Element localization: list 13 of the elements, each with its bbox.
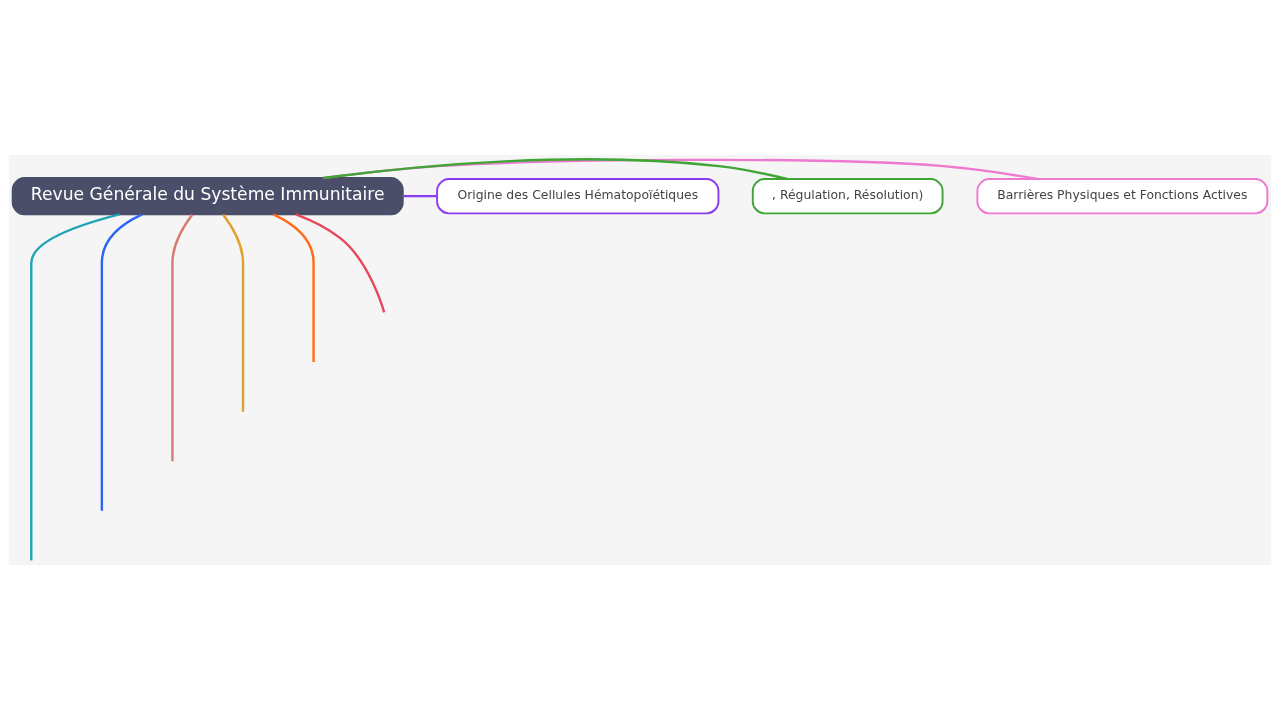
node-box: Origine des Cellules Hématopoïétiques (436, 178, 720, 215)
node-box: Revue Générale du Système Immunitaire (11, 177, 404, 216)
connector (272, 213, 315, 363)
connector (100, 213, 143, 511)
connector (222, 213, 245, 412)
connector (171, 213, 194, 462)
connector (322, 158, 788, 181)
connector (402, 195, 438, 198)
node-box: , Régulation, Résolution) (751, 178, 944, 215)
connector (30, 213, 120, 561)
connector (323, 158, 1038, 181)
connector (295, 213, 386, 313)
node-box: Barrières Physiques et Fonctions Actives (976, 178, 1269, 215)
